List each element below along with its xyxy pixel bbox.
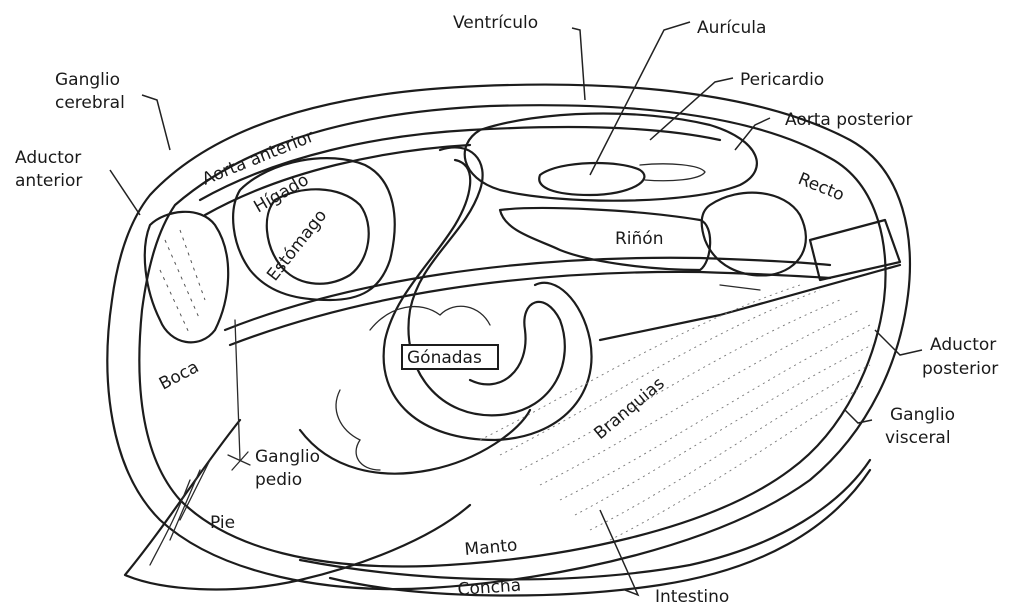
label-estomago: Estómago: [263, 206, 331, 285]
label-aductor-anterior-1: Aductor: [15, 148, 81, 168]
gonads: [336, 306, 498, 470]
label-ventriculo: Ventrículo: [453, 13, 538, 33]
leader-lines: [110, 22, 922, 595]
label-gonadas: Gónadas: [407, 348, 482, 368]
nerve-cords: [228, 285, 760, 470]
label-aorta-posterior: Aorta posterior: [785, 110, 912, 130]
anterior-adductor-muscle: [145, 212, 228, 343]
kidney: [500, 208, 710, 270]
label-aductor-posterior-2: posterior: [922, 359, 998, 379]
label-manto: Manto: [464, 535, 518, 560]
posterior-adductor-muscle: [702, 193, 900, 280]
label-ganglio-pedio-2: pedio: [255, 470, 302, 490]
label-ganglio-cerebral-1: Ganglio: [55, 70, 120, 90]
label-auricula: Aurícula: [697, 18, 766, 38]
label-intestino: Intestino: [655, 587, 729, 607]
foot: [125, 420, 470, 589]
heart-pericardium: [465, 114, 757, 201]
label-ganglio-visceral-1: Ganglio: [890, 405, 955, 425]
label-ganglio-pedio-1: Ganglio: [255, 447, 320, 467]
label-pericardio: Pericardio: [740, 70, 824, 90]
label-higado: Hígado: [251, 170, 313, 217]
label-branquias: Branquias: [590, 374, 668, 444]
label-pie: Pie: [210, 513, 235, 533]
label-boca: Boca: [156, 357, 202, 394]
label-ganglio-cerebral-2: cerebral: [55, 93, 125, 113]
label-aductor-anterior-2: anterior: [15, 171, 82, 191]
label-aductor-posterior-1: Aductor: [930, 335, 996, 355]
label-ganglio-visceral-2: visceral: [885, 428, 951, 448]
label-rinon: Riñón: [615, 229, 664, 249]
label-recto: Recto: [795, 169, 847, 205]
